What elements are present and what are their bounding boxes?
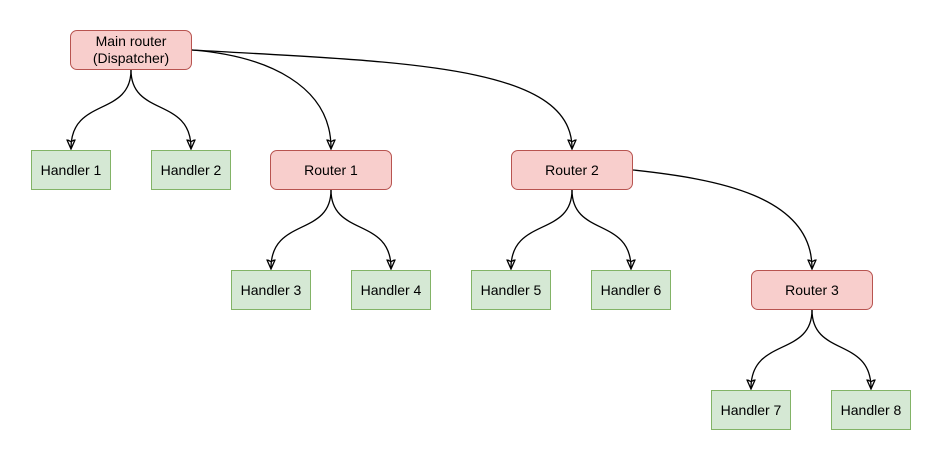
edge-main-router-to-router-1 [191,49,331,148]
edge-router-3-to-handler-7 [751,309,813,388]
node-label: Handler 8 [840,401,902,418]
edge-router-1-to-handler-3 [271,189,332,268]
edge-main-router-to-router-2 [191,49,572,148]
node-label: Handler 2 [160,161,222,178]
node-handler-6: Handler 6 [591,270,671,310]
edge-router-2-to-handler-6 [571,189,631,268]
node-handler-5: Handler 5 [471,270,551,310]
edge-router-2-to-router-3 [632,169,812,268]
node-handler-3: Handler 3 [231,270,311,310]
node-router-1: Router 1 [270,150,392,190]
node-label: Handler 1 [40,161,102,178]
node-label: Router 3 [785,281,839,298]
edge-router-1-to-handler-4 [330,189,391,268]
node-label: Handler 4 [360,281,422,298]
node-router-3: Router 3 [751,270,873,310]
node-label: Router 1 [304,161,358,178]
node-label: Main router [95,33,167,49]
node-label: Handler 6 [600,281,662,298]
node-label: Handler 7 [720,401,782,418]
node-handler-4: Handler 4 [351,270,431,310]
edge-main-router-to-handler-1 [71,69,132,148]
node-handler-1: Handler 1 [31,150,111,190]
node-label: Handler 5 [480,281,542,298]
node-label: (Dispatcher) [92,50,170,66]
node-main-router: Main router (Dispatcher) [70,30,192,70]
edge-router-2-to-handler-5 [511,189,573,268]
node-label: Handler 3 [240,281,302,298]
node-handler-8: Handler 8 [831,390,911,430]
node-handler-7: Handler 7 [711,390,791,430]
edge-router-3-to-handler-8 [811,309,871,388]
edge-main-router-to-handler-2 [130,69,191,148]
node-handler-2: Handler 2 [151,150,231,190]
node-router-2: Router 2 [511,150,633,190]
node-label: Router 2 [545,161,599,178]
